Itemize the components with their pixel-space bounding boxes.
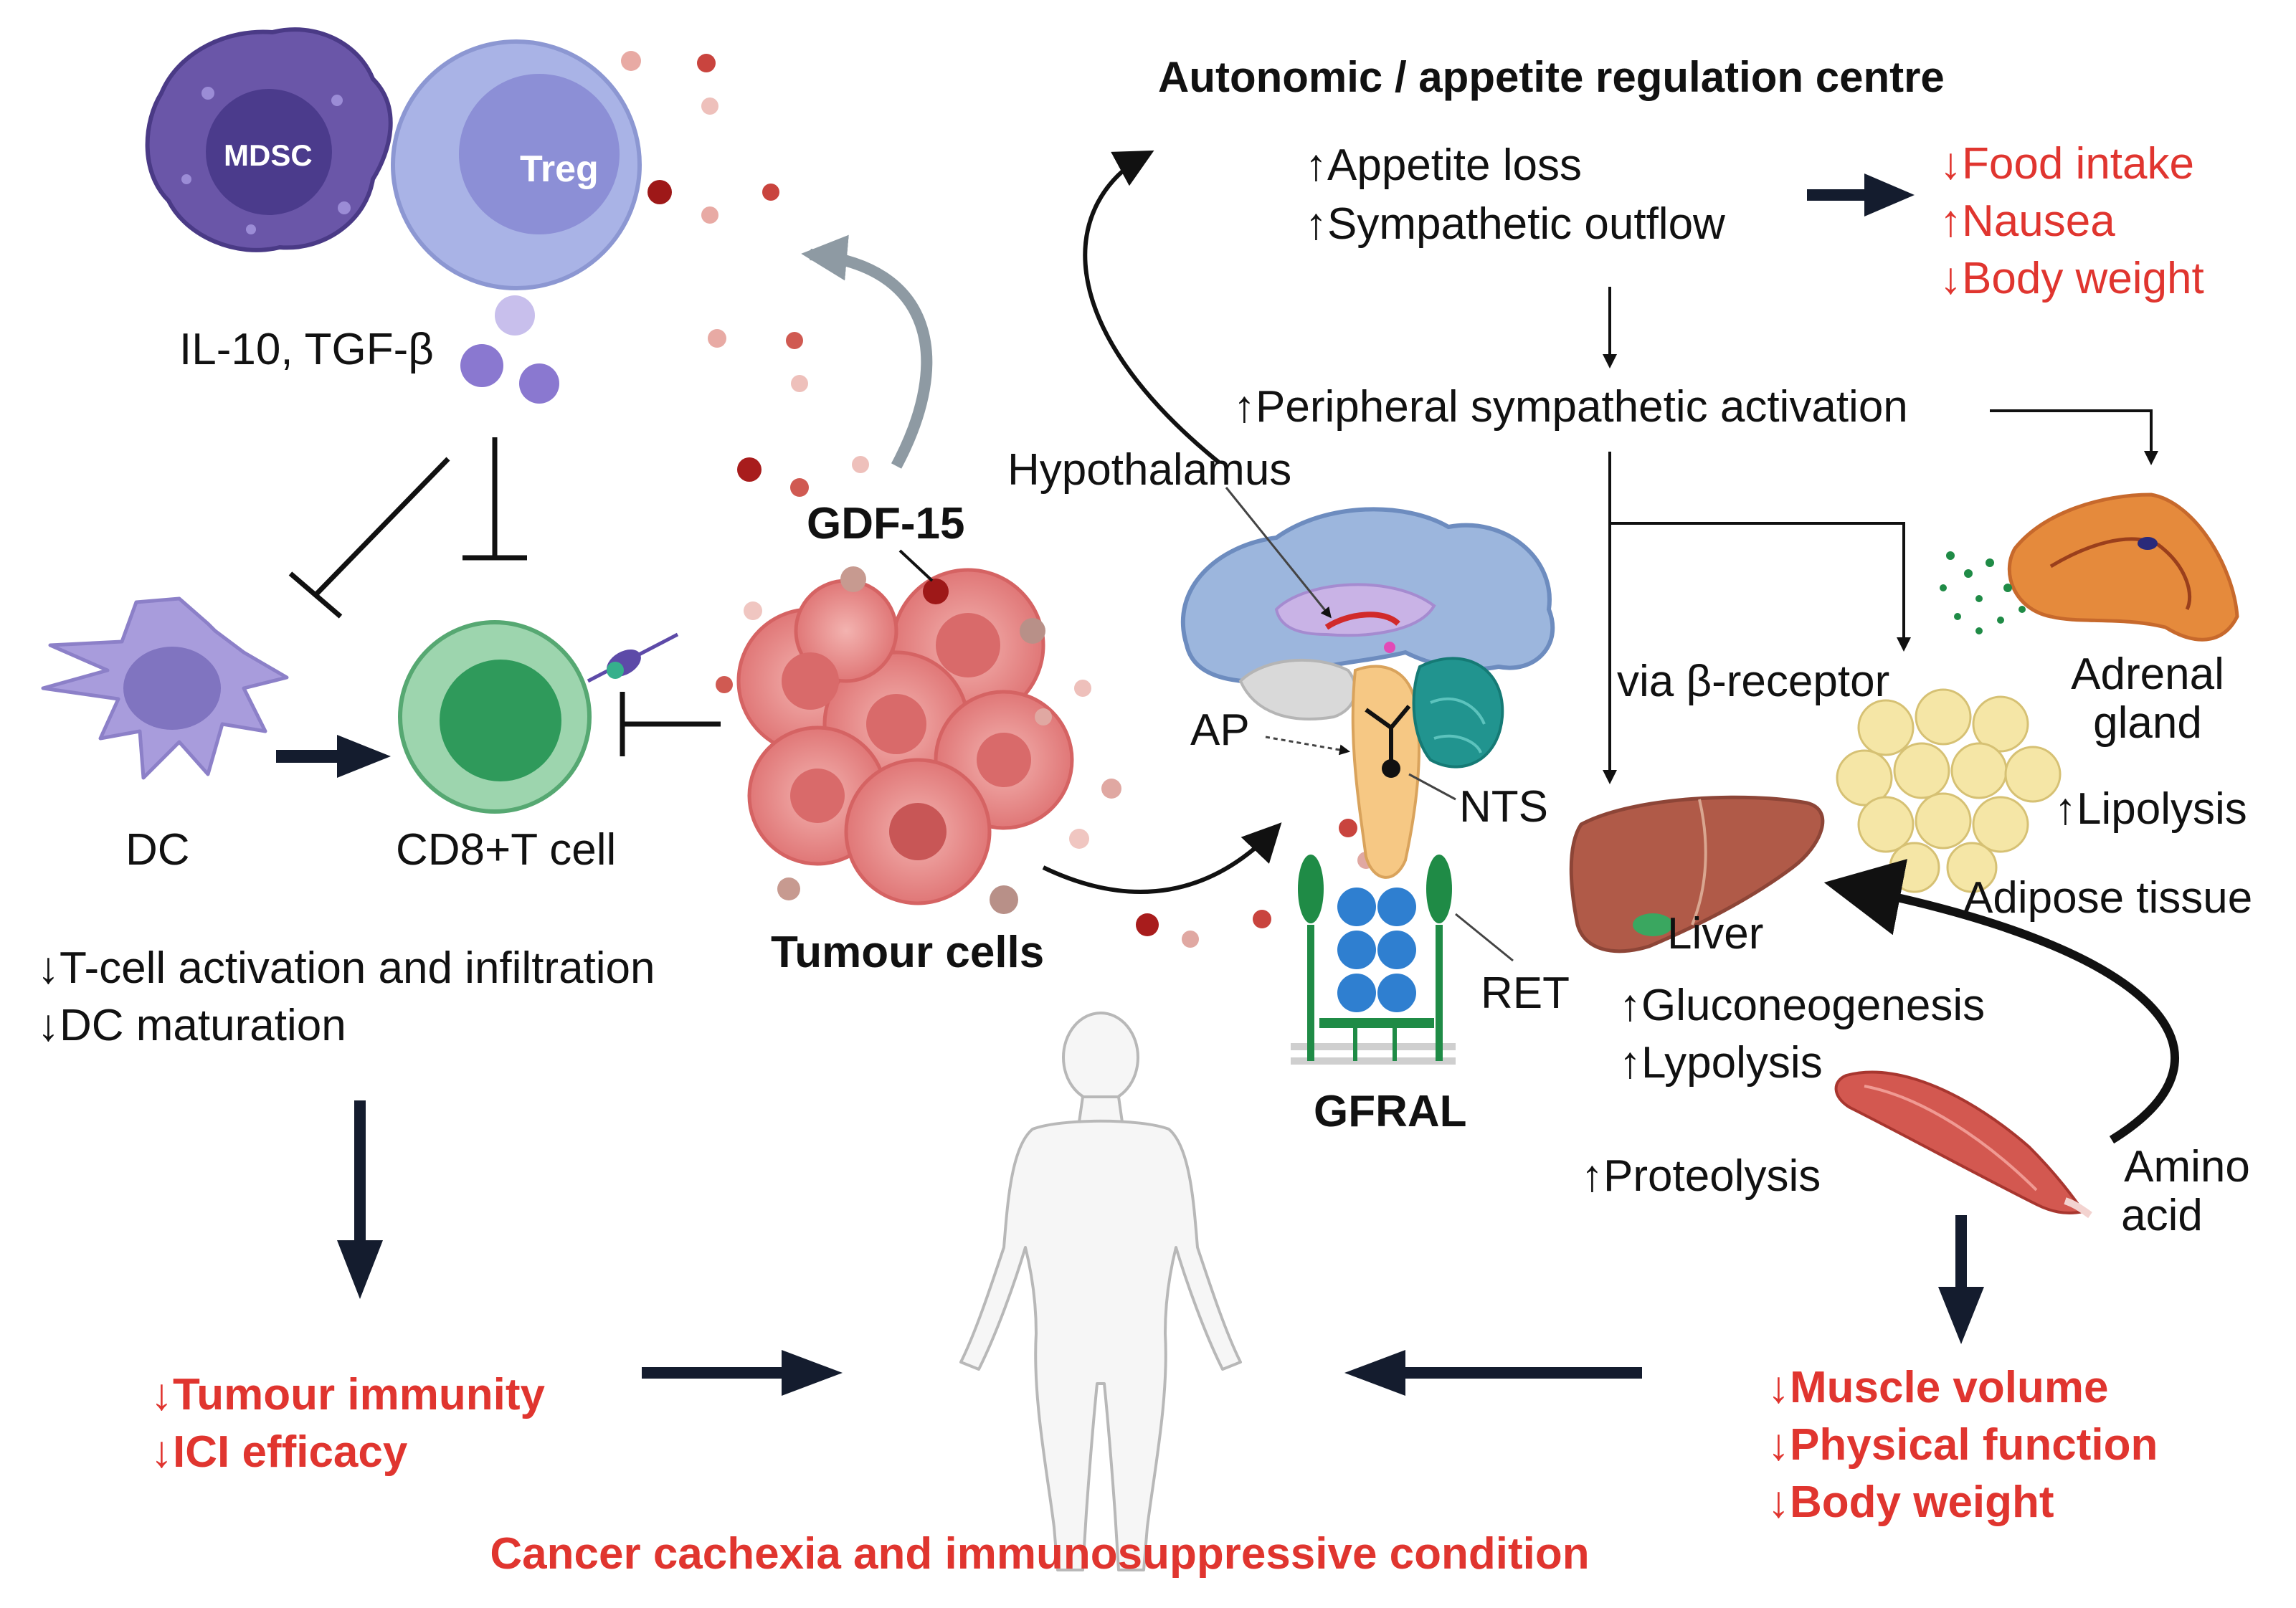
hypothalamus-pointer — [1225, 487, 1332, 619]
arrow-immune-down — [337, 1100, 383, 1299]
gdf15-particles — [621, 51, 1375, 948]
label-appetite-loss: ↑Appetite loss — [1305, 141, 1582, 190]
label-liver: Liver — [1667, 909, 1764, 958]
adipose-tissue — [1836, 688, 2062, 893]
label-food-intake: ↓Food intake — [1940, 139, 2194, 189]
arrow-to-adrenal — [1990, 409, 2158, 465]
dc-cell — [41, 596, 289, 780]
arrow-amino-to-liver — [1823, 859, 2180, 1144]
label-lipolysis: ↑Lipolysis — [2054, 784, 2247, 834]
brain — [1180, 507, 1555, 879]
label-gdf15: GDF-15 — [807, 499, 965, 548]
adrenal-gland — [2007, 493, 2239, 642]
label-treg: Treg — [520, 148, 599, 190]
arrow-immunity-to-body — [642, 1350, 843, 1396]
hormone-particles — [1940, 551, 2026, 634]
arrow-to-adipose — [1610, 522, 1911, 652]
arrow-tumour-to-treg — [801, 234, 933, 469]
label-dc: DC — [125, 825, 190, 875]
gdf15-pointer — [898, 549, 934, 582]
label-muscle-volume: ↓Muscle volume — [1768, 1363, 2109, 1412]
label-gland: gland — [2093, 698, 2202, 748]
arrow-muscle-to-body — [1344, 1350, 1642, 1396]
muscle — [1834, 1070, 2092, 1219]
liver — [1569, 795, 1825, 953]
human-body — [959, 1012, 1242, 1571]
label-peripheral-activation: ↑Peripheral sympathetic activation — [1233, 382, 1908, 432]
label-adipose: Adipose tissue — [1963, 873, 2253, 923]
label-gluconeogenesis: ↑Gluconeogenesis — [1619, 981, 1986, 1030]
label-lypolysis: ↑Lypolysis — [1619, 1038, 1823, 1088]
label-beta-receptor: via β-receptor — [1617, 657, 1890, 706]
mdsc-cell — [145, 27, 393, 252]
gfral-receptor — [1291, 855, 1514, 1065]
label-sympathetic-outflow: ↑Sympathetic outflow — [1305, 199, 1725, 249]
nts-pointer — [1408, 773, 1456, 801]
arrow-dc-to-cd8 — [276, 735, 391, 778]
treg-cell — [391, 39, 642, 290]
label-body-weight-central: ↓Body weight — [1940, 254, 2204, 303]
inhibit-cytokines-to-dc — [288, 457, 450, 619]
label-cd8: CD8+T cell — [396, 825, 617, 875]
label-tumour-immunity: ↓Tumour immunity — [151, 1370, 545, 1419]
cytokine-bubbles — [460, 295, 559, 404]
label-gfral: GFRAL — [1314, 1087, 1467, 1136]
footer-caption: Cancer cachexia and immunosuppressive co… — [490, 1529, 1590, 1579]
label-nausea: ↑Nausea — [1940, 196, 2115, 246]
label-physical-function: ↓Physical function — [1768, 1420, 2158, 1470]
label-proteolysis: ↑Proteolysis — [1581, 1151, 1821, 1201]
arrow-appetite-to-effects — [1807, 173, 1915, 217]
label-nts: NTS — [1459, 782, 1548, 832]
label-amino: Amino — [2124, 1142, 2250, 1191]
tumour-cluster — [736, 568, 1074, 905]
label-cytokines: IL-10, TGF-β — [179, 325, 434, 374]
arrow-muscle-down — [1938, 1215, 1984, 1344]
label-ici-efficacy: ↓ICI efficacy — [151, 1427, 408, 1477]
label-hypothalamus: Hypothalamus — [1007, 445, 1292, 495]
label-body-weight-muscle: ↓Body weight — [1768, 1478, 2054, 1527]
arrow-gdf15-to-centre — [1083, 150, 1220, 465]
label-tcell-activation: ↓T-cell activation and infiltration — [37, 943, 655, 993]
label-tumour-cells: Tumour cells — [771, 928, 1045, 977]
page-title: Autonomic / appetite regulation centre — [1158, 53, 1945, 101]
ap-pointer — [1265, 736, 1350, 756]
inhibit-cytokines-to-cd8 — [462, 437, 527, 561]
cd8-cell — [398, 620, 679, 814]
inhibit-tumour-to-cd8 — [620, 692, 721, 756]
label-adrenal: Adrenal — [2071, 650, 2224, 699]
label-dc-maturation: ↓DC maturation — [37, 1001, 346, 1050]
label-mdsc: MDSC — [224, 138, 313, 172]
arrow-tumour-to-brain — [1042, 822, 1282, 894]
label-ap: AP — [1190, 705, 1250, 755]
label-ret: RET — [1481, 969, 1570, 1018]
label-acid: acid — [2121, 1191, 2203, 1240]
